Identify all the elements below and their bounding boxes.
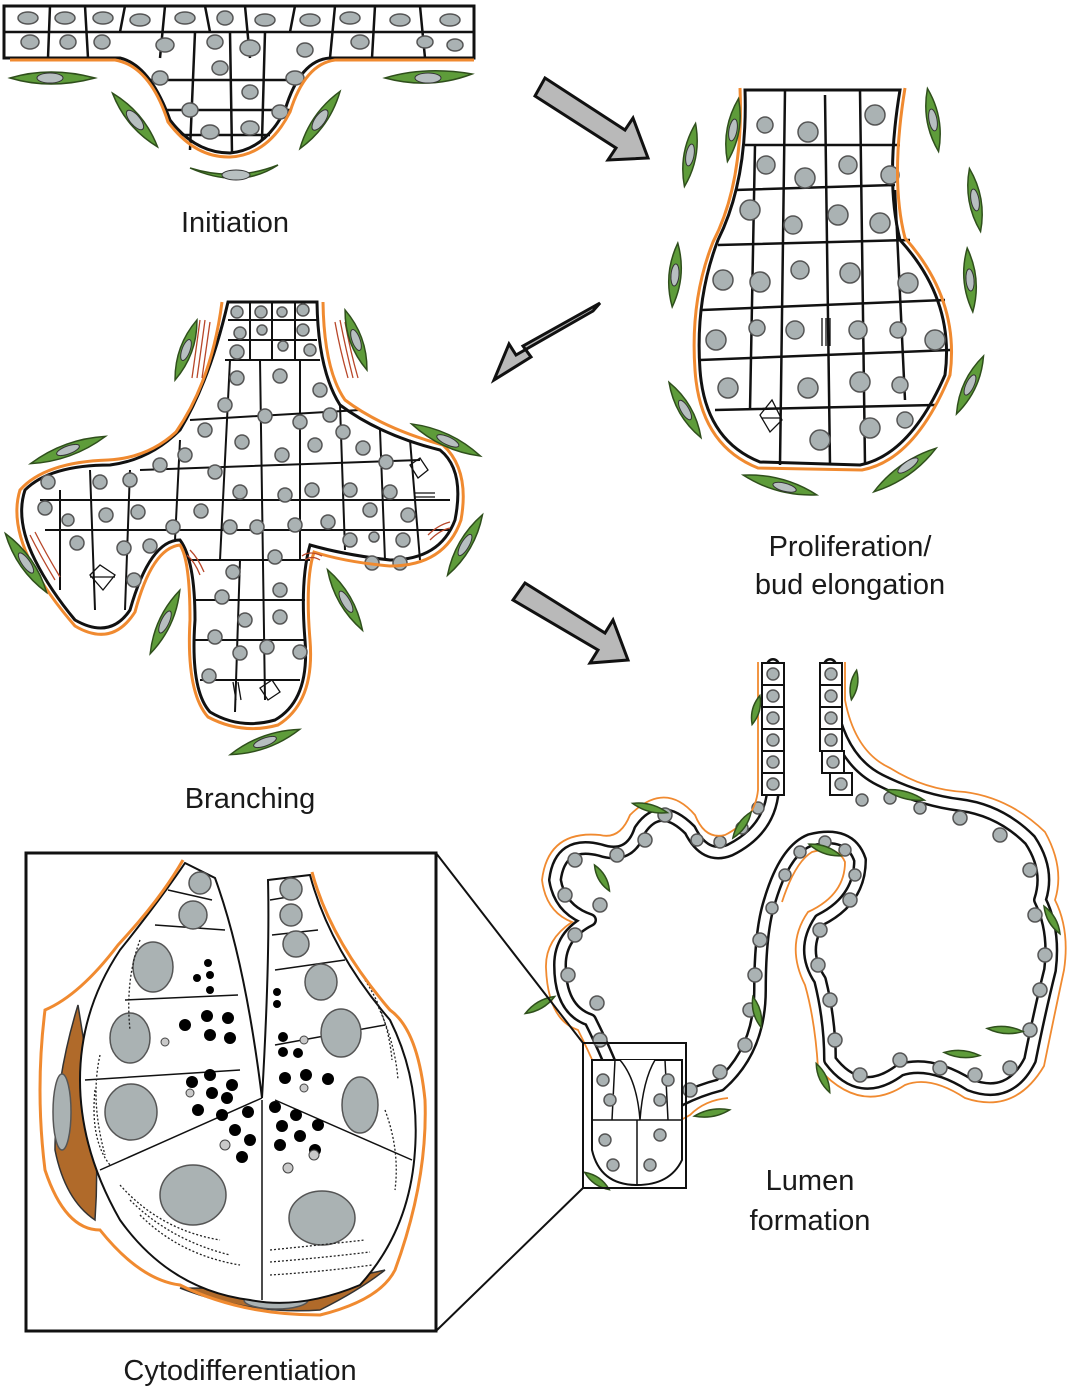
initiation-mesenchyme <box>7 70 475 181</box>
proliferation-mesenchyme <box>667 86 985 496</box>
initiation-nuclei <box>17 10 464 140</box>
lumen-epithelium-outline <box>548 658 1059 1125</box>
zoom-box-bud <box>591 1059 683 1187</box>
arrow-branching-to-lumen <box>510 580 631 665</box>
zoom-connector-bottom <box>435 1187 584 1332</box>
lumen-cells <box>557 662 1053 1103</box>
proliferation-basement-membrane <box>692 87 954 472</box>
arrow-proliferation-to-branching <box>490 301 602 384</box>
rough-er <box>93 939 399 1276</box>
secretory-granules <box>160 959 334 1174</box>
arrow-initiation-to-proliferation <box>533 75 651 162</box>
branching-panel <box>3 300 484 756</box>
cytodifferentiation-panel <box>24 851 584 1333</box>
label-proliferation-line2: bud elongation <box>754 569 946 601</box>
inset-basement-membrane <box>38 859 427 1317</box>
branching-basement-membrane <box>15 301 465 731</box>
zoom-connector-top <box>435 852 584 1044</box>
branching-mesenchyme <box>3 307 484 756</box>
branching-mitotic-figures <box>89 457 435 701</box>
initiation-basement-membrane <box>10 58 474 159</box>
proliferation-bud <box>697 88 949 467</box>
label-lumen-line1: Lumen <box>765 1165 855 1197</box>
mitotic-figures <box>759 318 831 434</box>
lumen-mesenchyme <box>523 668 1061 1191</box>
proliferation-panel <box>667 86 985 496</box>
acinar-nuclei <box>104 871 379 1246</box>
label-cytodifferentiation: Cytodifferentiation <box>123 1355 357 1387</box>
proliferation-nuclei <box>705 104 946 451</box>
label-proliferation-line1: Proliferation/ <box>768 531 932 563</box>
initiation-panel <box>2 4 476 181</box>
zoom-box <box>582 1042 687 1189</box>
label-initiation: Initiation <box>180 207 289 239</box>
label-lumen-line2: formation <box>749 1205 871 1237</box>
lumen-panel <box>523 658 1067 1191</box>
label-branching: Branching <box>184 783 316 815</box>
